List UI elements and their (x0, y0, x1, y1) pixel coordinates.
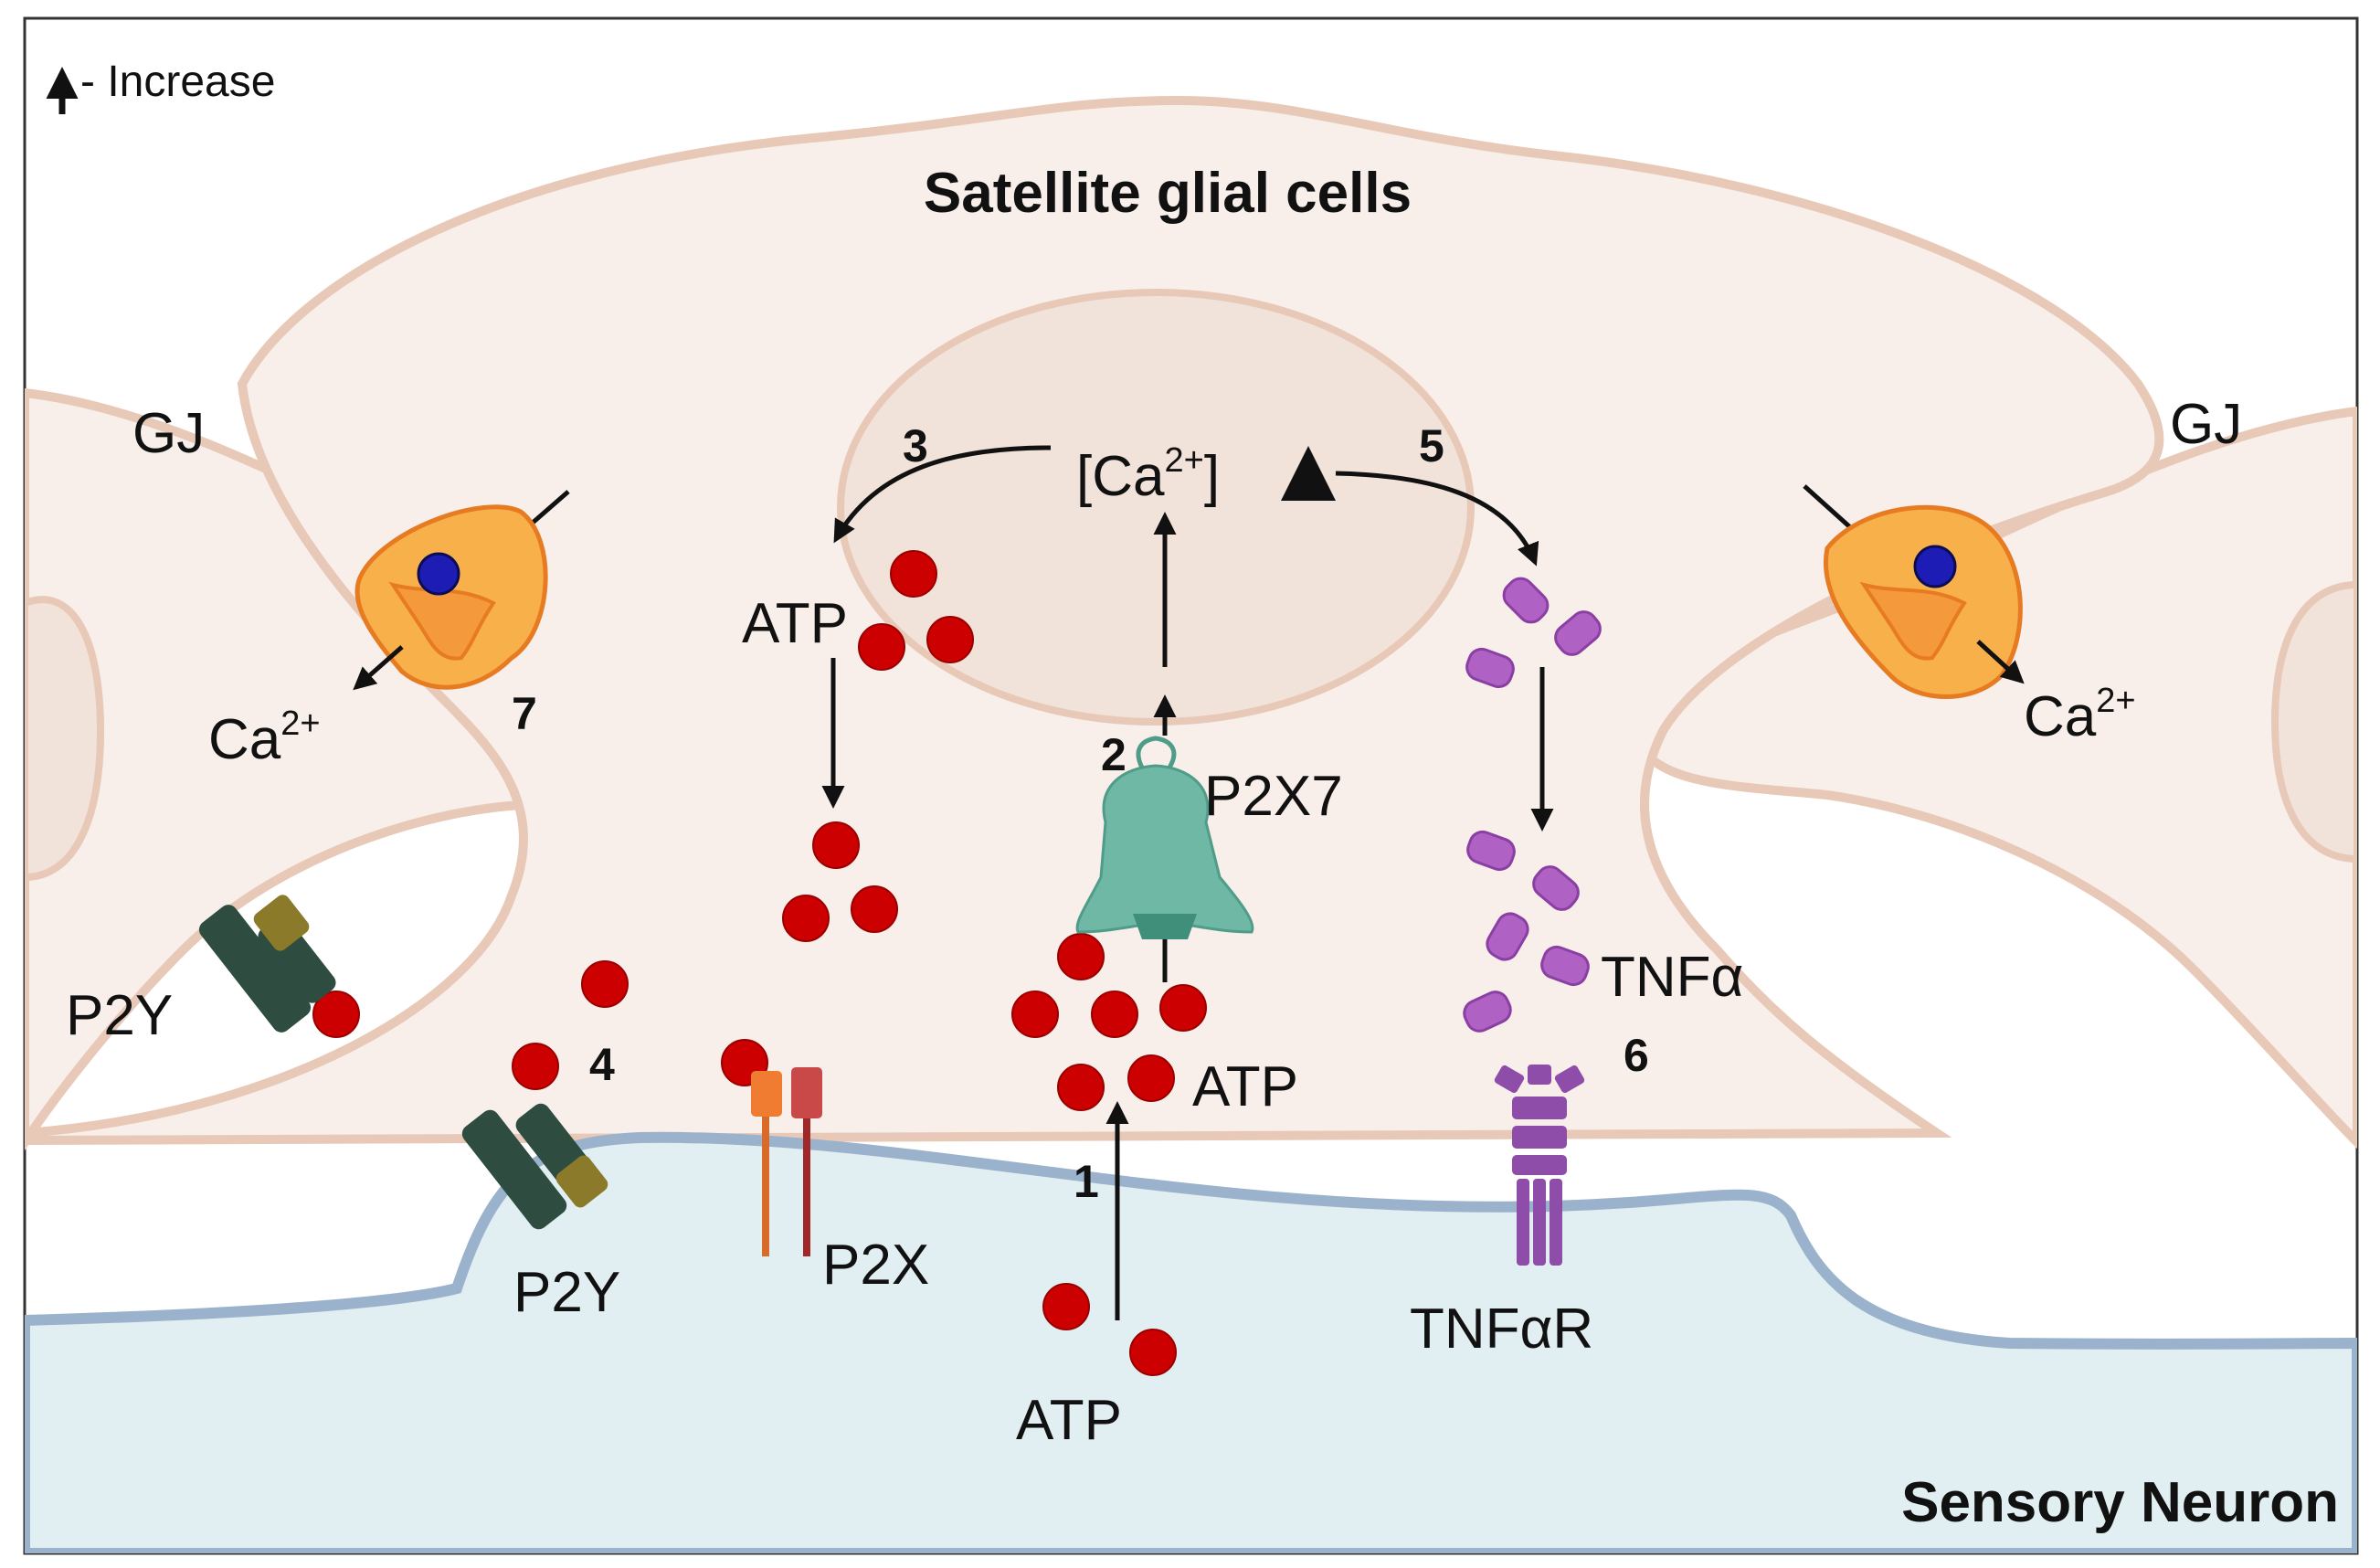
ca-label-right: Ca2+ (2024, 682, 2136, 748)
arrow-ca-to-atp-release (833, 445, 1052, 544)
tnfa-label: TNFα (1601, 946, 1743, 1009)
step-4: 4 (589, 1039, 615, 1090)
ca-label-center: [Ca2+] (1076, 441, 1220, 508)
p2y-receptor-left (198, 895, 336, 1033)
arrow-ca-to-tnf-release (1335, 471, 1539, 567)
legend-text: - Increase (80, 58, 275, 106)
gj-pore-icon (417, 552, 460, 596)
gj-label-right: GJ (2170, 393, 2242, 456)
central-glial-nucleus (837, 289, 1475, 726)
gap-junction-right (1803, 484, 2025, 699)
ca-label-left: Ca2+ (208, 705, 321, 771)
atp-molecules (312, 550, 1207, 1376)
tnf-molecules (1463, 577, 1602, 1033)
right-glial-cell (1630, 406, 2357, 1150)
p2y-label-left: P2Y (66, 984, 173, 1047)
p2x-receptor (751, 1067, 822, 1256)
atp-label-mid: ATP (1192, 1055, 1298, 1118)
step-1: 1 (1074, 1156, 1099, 1207)
gj-label-left: GJ (132, 402, 205, 465)
sensory-neuron (25, 1131, 2357, 1553)
atp-label-upper: ATP (742, 592, 848, 655)
step-7: 7 (512, 688, 537, 739)
legend: - Increase (46, 58, 275, 114)
glia-title: Satellite glial cells (924, 162, 1412, 225)
p2x7-label: P2X7 (1204, 765, 1343, 828)
p2y-label-lower: P2Y (513, 1261, 620, 1324)
atp-label-lower: ATP (1016, 1389, 1122, 1452)
gap-junction-left (353, 490, 570, 691)
neuron-title: Sensory Neuron (1901, 1471, 2339, 1534)
right-glial-nucleus (2270, 580, 2357, 863)
left-glial-nucleus (25, 596, 105, 882)
p2y-receptor-lower (461, 1103, 608, 1230)
p2x7-receptor (1075, 736, 1254, 982)
tnfar-label: TNFαR (1410, 1298, 1593, 1361)
p2x-label: P2X (822, 1234, 929, 1297)
step-5: 5 (1419, 420, 1444, 471)
step-3: 3 (903, 420, 928, 471)
tnfa-receptor (1494, 1065, 1585, 1266)
step-6: 6 (1624, 1030, 1649, 1081)
gj-pore-icon (1913, 545, 1957, 588)
step-2: 2 (1101, 729, 1127, 780)
